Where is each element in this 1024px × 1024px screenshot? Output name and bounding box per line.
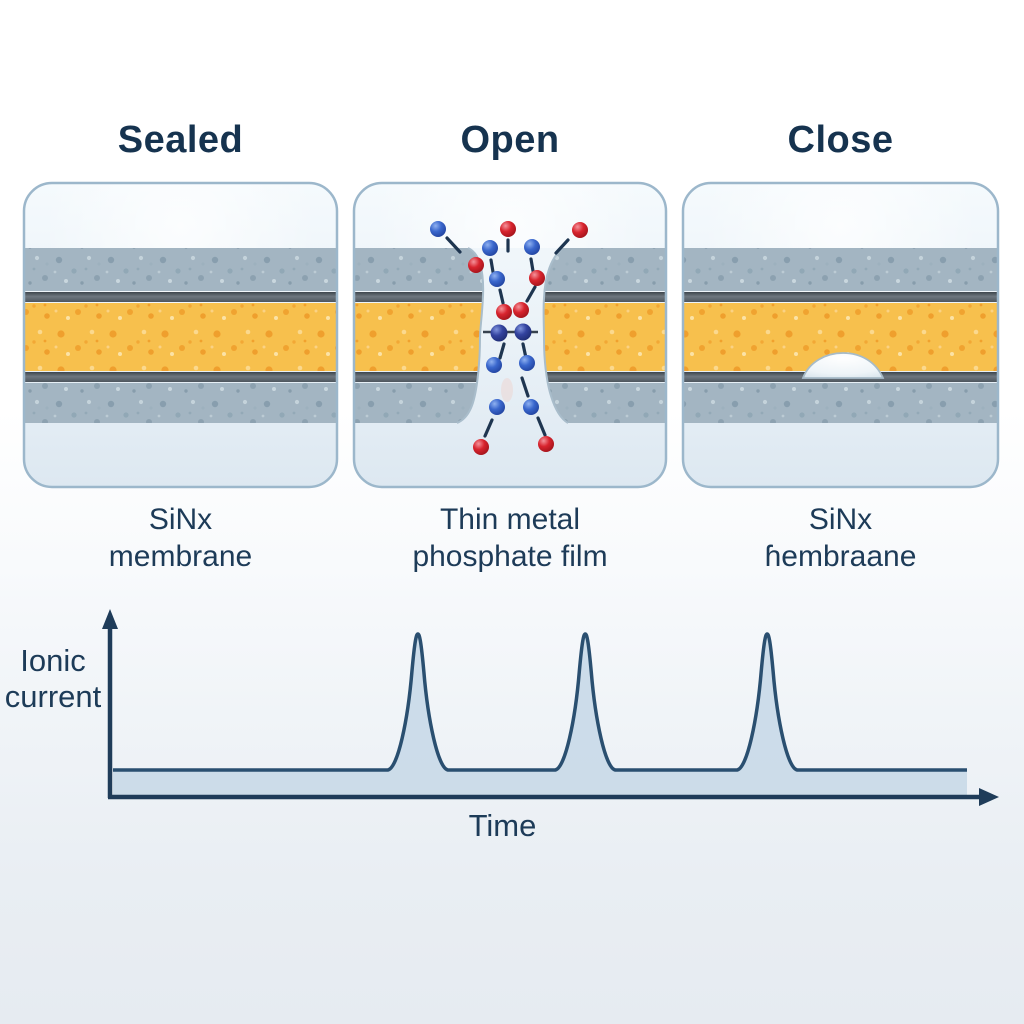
panel-close [683, 183, 998, 487]
pore-wall-left-edge [456, 247, 485, 424]
y-axis-label: Ionic current [2, 643, 104, 715]
panel-sealed-border [22, 181, 339, 489]
thin-film-top [24, 292, 337, 302]
panel-open-border [352, 181, 668, 489]
support-layer-bottom [24, 383, 337, 423]
ion-trails [445, 236, 570, 438]
current-trace-line [113, 632, 967, 772]
panel-label-line: SiNx [148, 503, 213, 536]
panel-title-open: Open [460, 119, 560, 161]
panel-label-sinx-membrane: SiNx membrane [24, 501, 337, 575]
panel-label-line: Thin metal [439, 503, 581, 536]
panel-label-line: membrane [108, 540, 253, 573]
y-axis-label-line: Ionic [20, 643, 86, 678]
pore-sealing-dome [801, 352, 885, 379]
y-axis-arrowhead [102, 609, 118, 629]
thin-film-bottom [24, 372, 337, 382]
support-layer-top [24, 248, 337, 291]
blue-ions [430, 221, 540, 415]
faint-smudge [501, 378, 513, 402]
panel-title-close: Close [787, 119, 894, 161]
panel-label-line: ɦembraane [764, 540, 917, 573]
open-pore-channel [457, 248, 568, 423]
red-ions [468, 221, 588, 455]
panel-label-line: SiNx [808, 503, 873, 536]
panel-label-sinx-membrane-right: SiNx ɦembraane [683, 501, 998, 575]
y-axis-label-line: current [4, 679, 102, 714]
x-axis-label: Time [468, 808, 537, 843]
ionic-current-chart [102, 609, 999, 806]
panel-sealed [24, 183, 337, 487]
pore-wall-right-edge [542, 247, 569, 424]
panel-label-line: phosphate film [412, 540, 608, 573]
panel-label-thin-metal-phosphate-film: Thin metal phosphate film [354, 501, 666, 575]
panel-title-sealed: Sealed [117, 119, 244, 161]
current-trace-fill [113, 634, 967, 796]
panel-close-border [681, 181, 1000, 489]
panel-open [354, 183, 666, 487]
metal-phosphate-layer [24, 303, 337, 371]
x-axis-arrowhead [979, 788, 999, 806]
